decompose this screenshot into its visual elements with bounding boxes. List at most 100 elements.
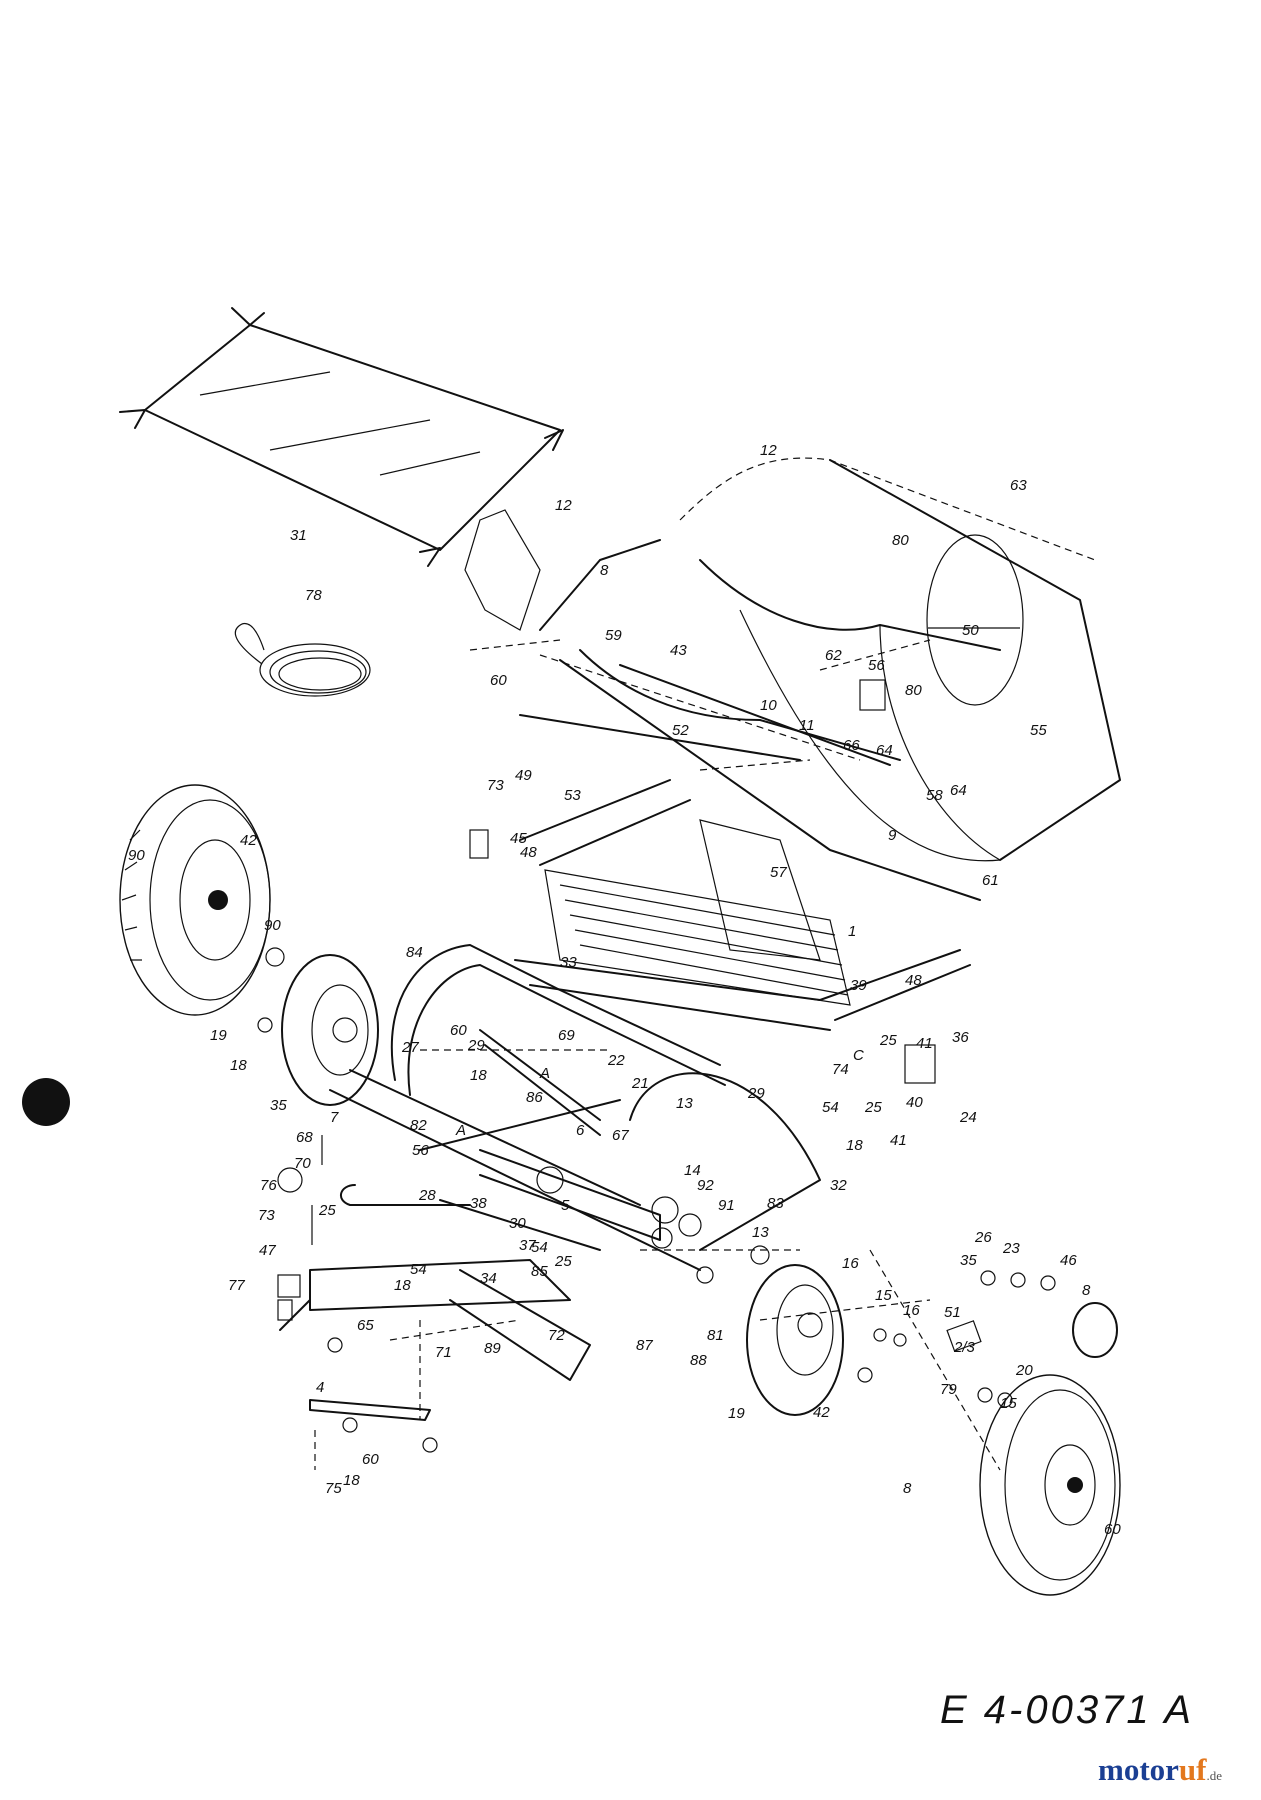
part-label: 40: [906, 1094, 923, 1111]
part-label: 56: [412, 1142, 429, 1159]
part-label: 35: [270, 1097, 287, 1114]
part-label: 11: [799, 717, 815, 734]
watermark-logo: motoruf.de: [1098, 1752, 1222, 1788]
part-label: 61: [982, 872, 999, 889]
part-label: 28: [418, 1187, 436, 1204]
part-label: 59: [605, 627, 622, 644]
part-label: 62: [825, 647, 842, 664]
document-code: E 4-00371 A: [940, 1688, 1194, 1732]
part-label: 26: [974, 1229, 992, 1246]
part-label: 77: [228, 1277, 245, 1294]
part-label: 18: [230, 1057, 247, 1074]
part-label: 60: [450, 1022, 467, 1039]
part-label: 64: [876, 742, 893, 759]
part-label: 31: [290, 527, 307, 544]
part-label: 72: [548, 1327, 565, 1344]
part-label: 58: [926, 787, 943, 804]
part-label: 81: [707, 1327, 724, 1344]
part-label: 68: [296, 1129, 313, 1146]
watermark-tld: .de: [1206, 1768, 1223, 1783]
part-label: C: [853, 1047, 864, 1064]
part-label: 8: [1082, 1282, 1091, 1299]
part-label: A: [539, 1065, 550, 1082]
part-label: 27: [401, 1039, 419, 1056]
left-wheel-part: [119, 784, 379, 1106]
part-label: 78: [305, 587, 322, 604]
part-label: 67: [612, 1127, 629, 1144]
part-label: 80: [905, 682, 922, 699]
part-label: 23: [1002, 1240, 1020, 1257]
part-label: 89: [484, 1340, 501, 1357]
part-label: 48: [905, 972, 922, 989]
part-label: 42: [240, 832, 257, 849]
part-label: 70: [294, 1155, 311, 1172]
part-label: 20: [1015, 1362, 1033, 1379]
part-label: 49: [515, 767, 532, 784]
part-label: 29: [747, 1085, 765, 1102]
part-label: 42: [813, 1404, 830, 1421]
part-label: 91: [718, 1197, 735, 1214]
part-label: 47: [259, 1242, 276, 1259]
part-label: 80: [892, 532, 909, 549]
part-label: 46: [1060, 1252, 1077, 1269]
frame-part: [279, 944, 821, 1421]
part-label: 34: [480, 1270, 497, 1287]
part-label: 29: [467, 1037, 485, 1054]
part-label: 35: [960, 1252, 977, 1269]
part-label: 37: [519, 1237, 536, 1254]
hardware-part: [22, 679, 1056, 1453]
part-label: 79: [940, 1381, 957, 1398]
part-label: 19: [210, 1027, 227, 1044]
part-label: 75: [325, 1480, 342, 1497]
part-label: 87: [636, 1337, 653, 1354]
part-label: 16: [903, 1302, 920, 1319]
part-label: 90: [264, 917, 281, 934]
part-label: 66: [843, 737, 860, 754]
part-label: 83: [767, 1195, 784, 1212]
brush-assembly-part: [514, 779, 971, 1031]
right-wheel-part: [746, 1264, 1121, 1596]
part-label: 5: [561, 1197, 570, 1214]
part-label: 54: [822, 1099, 839, 1116]
part-label: 12: [760, 442, 777, 459]
part-label: 74: [832, 1061, 849, 1078]
part-label: 14: [684, 1162, 701, 1179]
part-label: 13: [752, 1224, 769, 1241]
part-label: 60: [362, 1451, 379, 1468]
part-label: 60: [490, 672, 507, 689]
part-label: 48: [520, 844, 537, 861]
part-label: 69: [558, 1027, 575, 1044]
leader-lines: [314, 639, 1001, 1471]
part-label: 24: [959, 1109, 977, 1126]
part-label: 32: [830, 1177, 847, 1194]
part-label: 13: [676, 1095, 693, 1112]
part-label: 57: [770, 864, 787, 881]
hopper-bag-part: [464, 457, 1121, 901]
part-label: 12: [555, 497, 572, 514]
part-label: 73: [487, 777, 504, 794]
part-label: 18: [846, 1137, 863, 1154]
part-label: 30: [509, 1215, 526, 1232]
part-label: 6: [576, 1122, 585, 1139]
part-label: 65: [357, 1317, 374, 1334]
part-label: 50: [962, 622, 979, 639]
part-label: 15: [875, 1287, 892, 1304]
part-label: 43: [670, 642, 687, 659]
part-label: 73: [258, 1207, 275, 1224]
part-label: 85: [531, 1263, 548, 1280]
part-label: A: [455, 1122, 466, 1139]
watermark-name-a: motor: [1098, 1752, 1179, 1787]
rope-coil-part: [234, 622, 371, 697]
part-label: 2/3: [953, 1339, 976, 1356]
part-label: 38: [470, 1195, 487, 1212]
part-label: 9: [888, 827, 897, 844]
part-label: 53: [564, 787, 581, 804]
part-label: 33: [560, 954, 577, 971]
part-label: 25: [554, 1253, 572, 1270]
part-label: 1: [848, 923, 856, 940]
part-label: 21: [631, 1075, 649, 1092]
part-label: 76: [260, 1177, 277, 1194]
part-label: 25: [879, 1032, 897, 1049]
